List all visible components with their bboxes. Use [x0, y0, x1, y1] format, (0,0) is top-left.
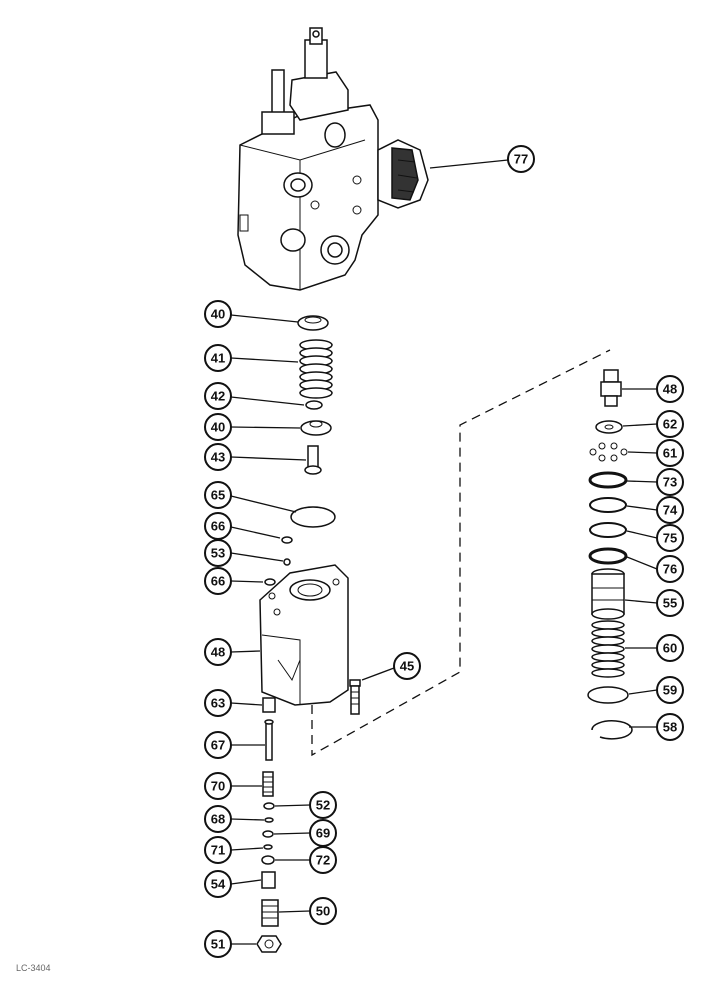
left-parts-column: [256, 315, 361, 953]
svg-text:76: 76: [663, 562, 677, 577]
svg-text:67: 67: [211, 738, 225, 753]
svg-text:61: 61: [663, 446, 677, 461]
callout-42: 42: [204, 382, 232, 410]
svg-text:52: 52: [316, 798, 330, 813]
callout-40-lower: 40: [204, 413, 232, 441]
callout-72: 72: [309, 846, 337, 874]
callout-77: 77: [507, 145, 535, 173]
svg-text:48: 48: [663, 382, 677, 397]
leader-lines: [230, 159, 658, 945]
svg-text:40: 40: [211, 420, 225, 435]
spring-70: [262, 771, 274, 797]
svg-text:65: 65: [211, 488, 225, 503]
callout-66: 66: [204, 512, 232, 540]
callout-52: 52: [309, 791, 337, 819]
callout-73: 73: [656, 468, 684, 496]
svg-text:62: 62: [663, 417, 677, 432]
svg-text:72: 72: [316, 853, 330, 868]
svg-text:73: 73: [663, 475, 677, 490]
svg-text:77: 77: [514, 152, 528, 167]
callout-65: 65: [204, 481, 232, 509]
svg-text:68: 68: [211, 812, 225, 827]
svg-text:53: 53: [211, 546, 225, 561]
svg-text:51: 51: [211, 937, 225, 952]
spring-41: [299, 339, 333, 399]
svg-text:41: 41: [211, 351, 225, 366]
svg-text:48: 48: [211, 645, 225, 660]
svg-text:70: 70: [211, 779, 225, 794]
callout-70: 70: [204, 772, 232, 800]
svg-text:74: 74: [663, 503, 678, 518]
callout-50: 50: [309, 897, 337, 925]
assembly-dashed-line: [311, 349, 611, 757]
callout-48: 48: [204, 638, 232, 666]
svg-text:71: 71: [211, 843, 225, 858]
piston-55: [591, 568, 625, 620]
svg-text:43: 43: [211, 450, 225, 465]
svg-text:66: 66: [211, 519, 225, 534]
svg-text:45: 45: [400, 659, 414, 674]
svg-text:50: 50: [316, 904, 330, 919]
svg-text:42: 42: [211, 389, 225, 404]
svg-text:66: 66: [211, 574, 225, 589]
callout-54: 54: [204, 870, 232, 898]
callout-55: 55: [656, 589, 684, 617]
svg-text:58: 58: [663, 720, 677, 735]
svg-text:55: 55: [663, 596, 677, 611]
callout-41: 41: [204, 344, 232, 372]
callout-59: 59: [656, 676, 684, 704]
callout-74: 74: [656, 496, 684, 524]
callout-58: 58: [656, 713, 684, 741]
callout-48-right: 48: [656, 375, 684, 403]
svg-text:60: 60: [663, 641, 677, 656]
right-parts-column: [587, 369, 633, 740]
spring-60: [591, 620, 625, 678]
svg-text:59: 59: [663, 683, 677, 698]
callout-43: 43: [204, 443, 232, 471]
callout-66-lower: 66: [204, 567, 232, 595]
callout-63: 63: [204, 689, 232, 717]
callout-67: 67: [204, 731, 232, 759]
svg-text:40: 40: [211, 307, 225, 322]
callout-62: 62: [656, 410, 684, 438]
housing-48: [259, 564, 349, 706]
callout-60: 60: [656, 634, 684, 662]
callout-68: 68: [204, 805, 232, 833]
valve-body-assembly: [237, 27, 429, 291]
svg-text:69: 69: [316, 826, 330, 841]
callout-40: 40: [204, 300, 232, 328]
callout-61: 61: [656, 439, 684, 467]
svg-text:63: 63: [211, 696, 225, 711]
callout-53: 53: [204, 539, 232, 567]
svg-text:75: 75: [663, 531, 677, 546]
svg-text:54: 54: [211, 877, 226, 892]
callout-69: 69: [309, 819, 337, 847]
callout-75: 75: [656, 524, 684, 552]
callout-51: 51: [204, 930, 232, 958]
callout-76: 76: [656, 555, 684, 583]
reference-code: LC-3404: [16, 963, 51, 973]
callout-71: 71: [204, 836, 232, 864]
callout-45: 45: [393, 652, 421, 680]
